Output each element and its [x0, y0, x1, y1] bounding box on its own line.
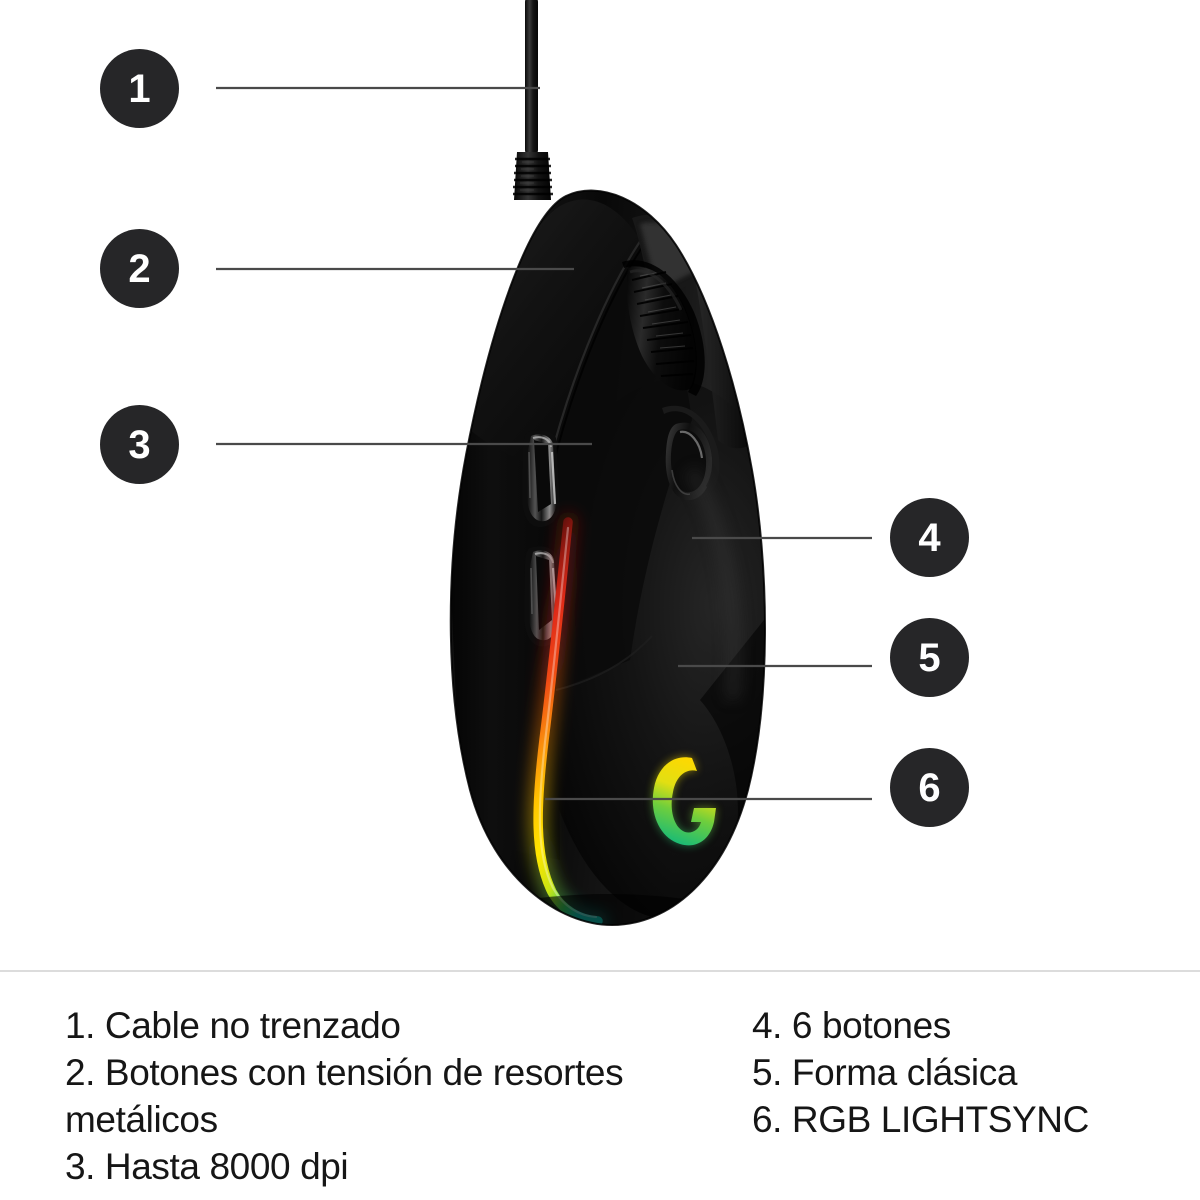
- left-main-button: [470, 199, 640, 470]
- callout-badge-3-number: 3: [128, 422, 151, 467]
- logitech-g-logo: [652, 757, 716, 846]
- caption-column-right: 4. 6 botones 5. Forma clásica 6. RGB LIG…: [752, 1002, 1182, 1143]
- callout-badge-5[interactable]: 5: [890, 618, 969, 697]
- mouse-body: [449, 189, 766, 927]
- callout-badge-2[interactable]: 2: [100, 229, 179, 308]
- cable: [525, 0, 538, 156]
- caption-item-1: 1. Cable no trenzado: [65, 1005, 401, 1046]
- caption-column-left: 1. Cable no trenzado 2. Botones con tens…: [65, 1002, 725, 1190]
- caption-item-6: 6. RGB LIGHTSYNC: [752, 1099, 1089, 1140]
- strain-relief: [513, 152, 553, 200]
- caption-item-3: 3. Hasta 8000 dpi: [65, 1146, 349, 1187]
- callout-badge-1-number: 1: [128, 66, 151, 111]
- cable-group: [513, 0, 553, 200]
- caption-item-4: 4. 6 botones: [752, 1005, 951, 1046]
- left-side-face: [450, 420, 560, 860]
- callout-badge-4-number: 4: [918, 515, 941, 560]
- callout-badge-5-number: 5: [918, 635, 941, 680]
- product-illustration: 1 2 3 4 5 6: [100, 0, 969, 927]
- caption-item-5: 5. Forma clásica: [752, 1052, 1018, 1093]
- caption-item-2: 2. Botones con tensión de resortes metál…: [65, 1052, 624, 1140]
- callout-badge-6[interactable]: 6: [890, 748, 969, 827]
- callout-badge-6-number: 6: [918, 765, 941, 810]
- caption-legend: 1. Cable no trenzado 2. Botones con tens…: [0, 972, 1200, 1200]
- leader-lines: [216, 86, 872, 801]
- caption-divider: [0, 970, 1200, 972]
- callout-badge-1[interactable]: 1: [100, 49, 179, 128]
- callout-badge-3[interactable]: 3: [100, 405, 179, 484]
- mouse-illustration-svg: [216, 0, 872, 927]
- callout-badge-2-number: 2: [128, 246, 151, 291]
- callout-badge-4[interactable]: 4: [890, 498, 969, 577]
